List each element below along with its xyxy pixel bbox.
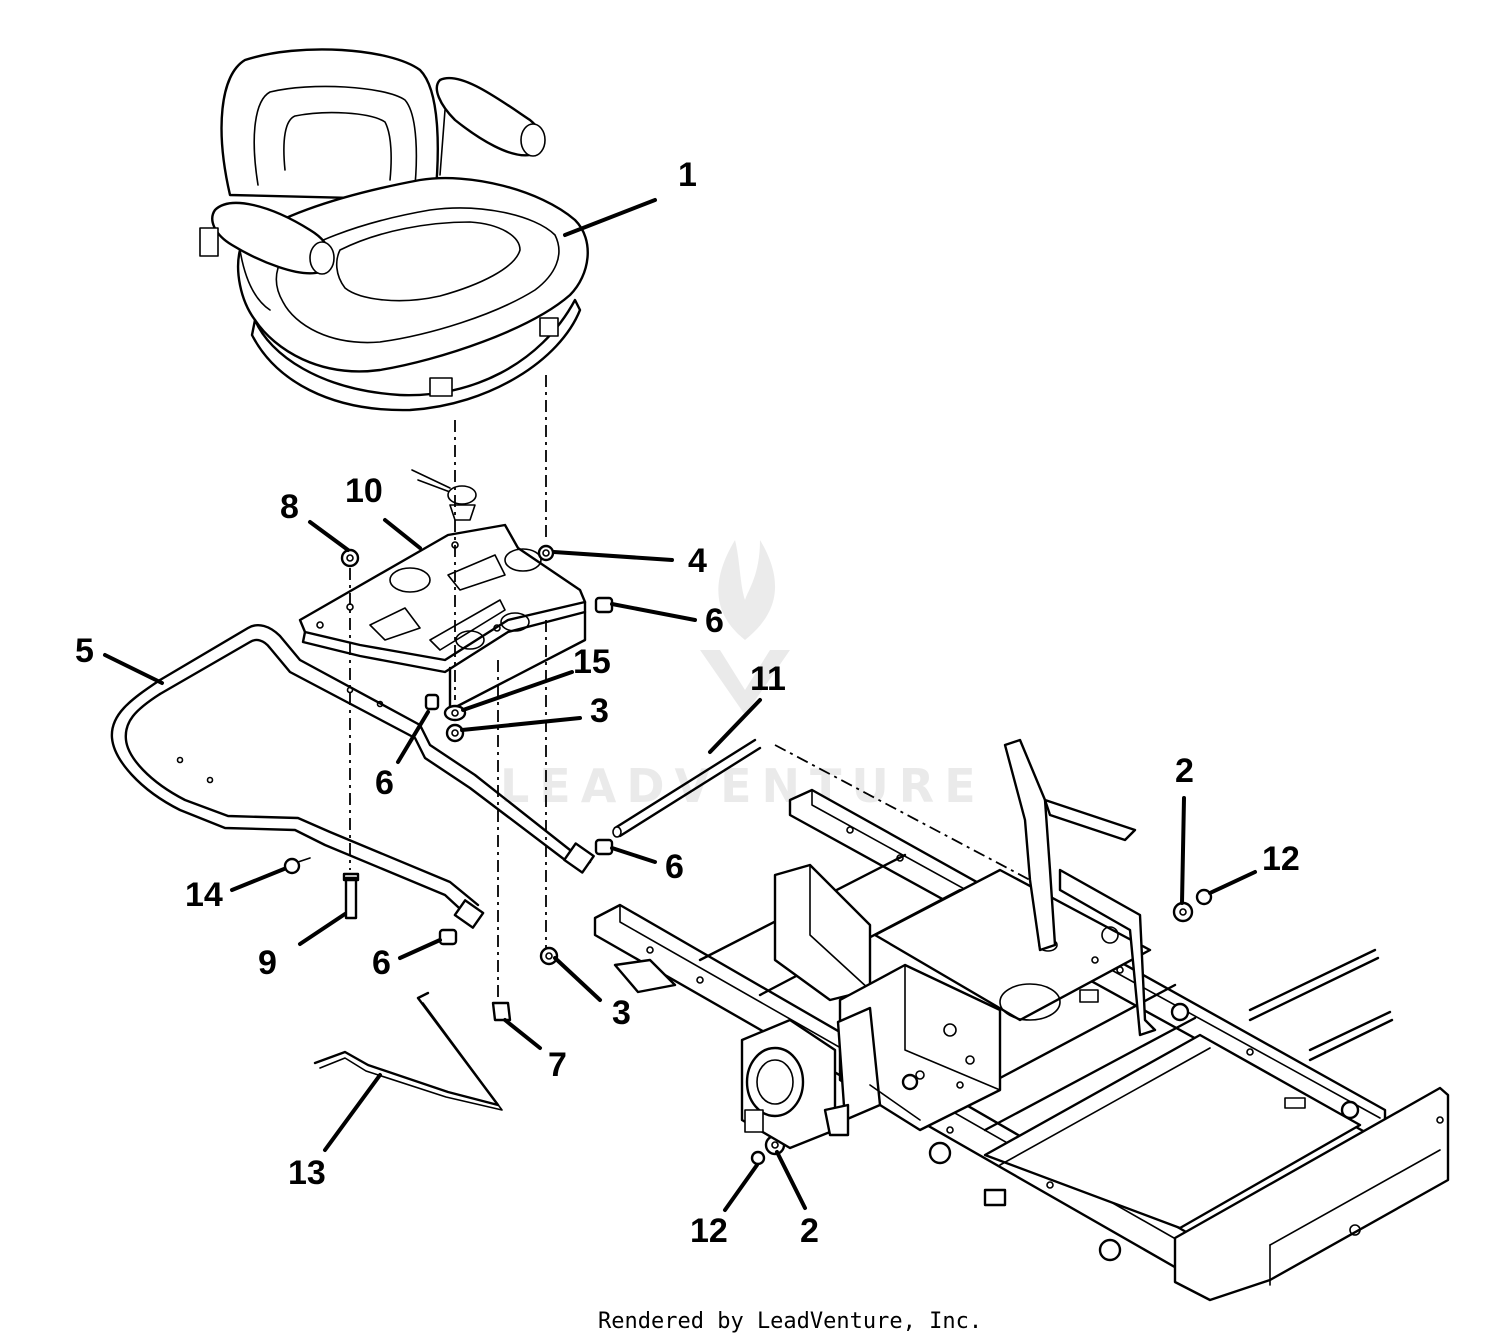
callout-6: 6: [705, 602, 724, 640]
callout-10: 10: [345, 472, 383, 510]
callout-8: 8: [280, 488, 299, 526]
callout-12: 12: [690, 1212, 728, 1250]
bushing-6b-part[interactable]: [424, 693, 440, 711]
bushing-6a-part[interactable]: [594, 596, 614, 614]
callout-4: 4: [688, 542, 707, 580]
chassis-frame-part[interactable]: [593, 738, 1450, 1302]
leader-lines: [103, 198, 1257, 1212]
washer-4-part[interactable]: [537, 544, 555, 562]
callout-13: 13: [288, 1154, 326, 1192]
callout-7: 7: [548, 1046, 567, 1084]
watermark-text: LEADVENTURE: [500, 759, 986, 813]
seat-rod-13-part[interactable]: [313, 991, 503, 1111]
bolt-14-part[interactable]: [283, 857, 311, 875]
footer-credit: Rendered by LeadVenture, Inc.: [598, 1309, 982, 1334]
callout-3: 3: [590, 692, 609, 730]
callout-12: 12: [1262, 840, 1300, 878]
callout-6: 6: [665, 848, 684, 886]
callout-3: 3: [612, 994, 631, 1032]
callout-9: 9: [258, 944, 277, 982]
nut-3a-part[interactable]: [445, 723, 465, 743]
callout-15: 15: [573, 643, 611, 681]
washer-15-part[interactable]: [443, 704, 467, 722]
bushing-6c-part[interactable]: [594, 838, 614, 856]
nut-3b-part[interactable]: [539, 946, 559, 966]
callout-11: 11: [750, 660, 786, 698]
seat-frame-part[interactable]: [110, 624, 595, 929]
callout-6: 6: [375, 764, 394, 802]
callout-14: 14: [185, 876, 223, 914]
callout-5: 5: [75, 632, 94, 670]
leadventure-watermark-icon: [700, 540, 790, 715]
callout-6: 6: [372, 944, 391, 982]
callout-2: 2: [800, 1212, 819, 1250]
callout-2: 2: [1175, 752, 1194, 790]
assembly-center-lines: [349, 375, 1031, 1139]
seat-part[interactable]: [199, 48, 589, 412]
rod-part[interactable]: [612, 738, 762, 838]
callout-1: 1: [678, 156, 697, 194]
nut-8-part[interactable]: [340, 548, 360, 568]
nut-12b-part[interactable]: [750, 1150, 766, 1166]
bushing-6d-part[interactable]: [438, 928, 458, 946]
nut-12a-part[interactable]: [1195, 888, 1213, 906]
seat-plate-part[interactable]: [298, 469, 587, 712]
clip-7-part[interactable]: [491, 1001, 512, 1022]
nut-2a-part[interactable]: [1172, 901, 1194, 923]
bolt-9-part[interactable]: [342, 872, 360, 920]
